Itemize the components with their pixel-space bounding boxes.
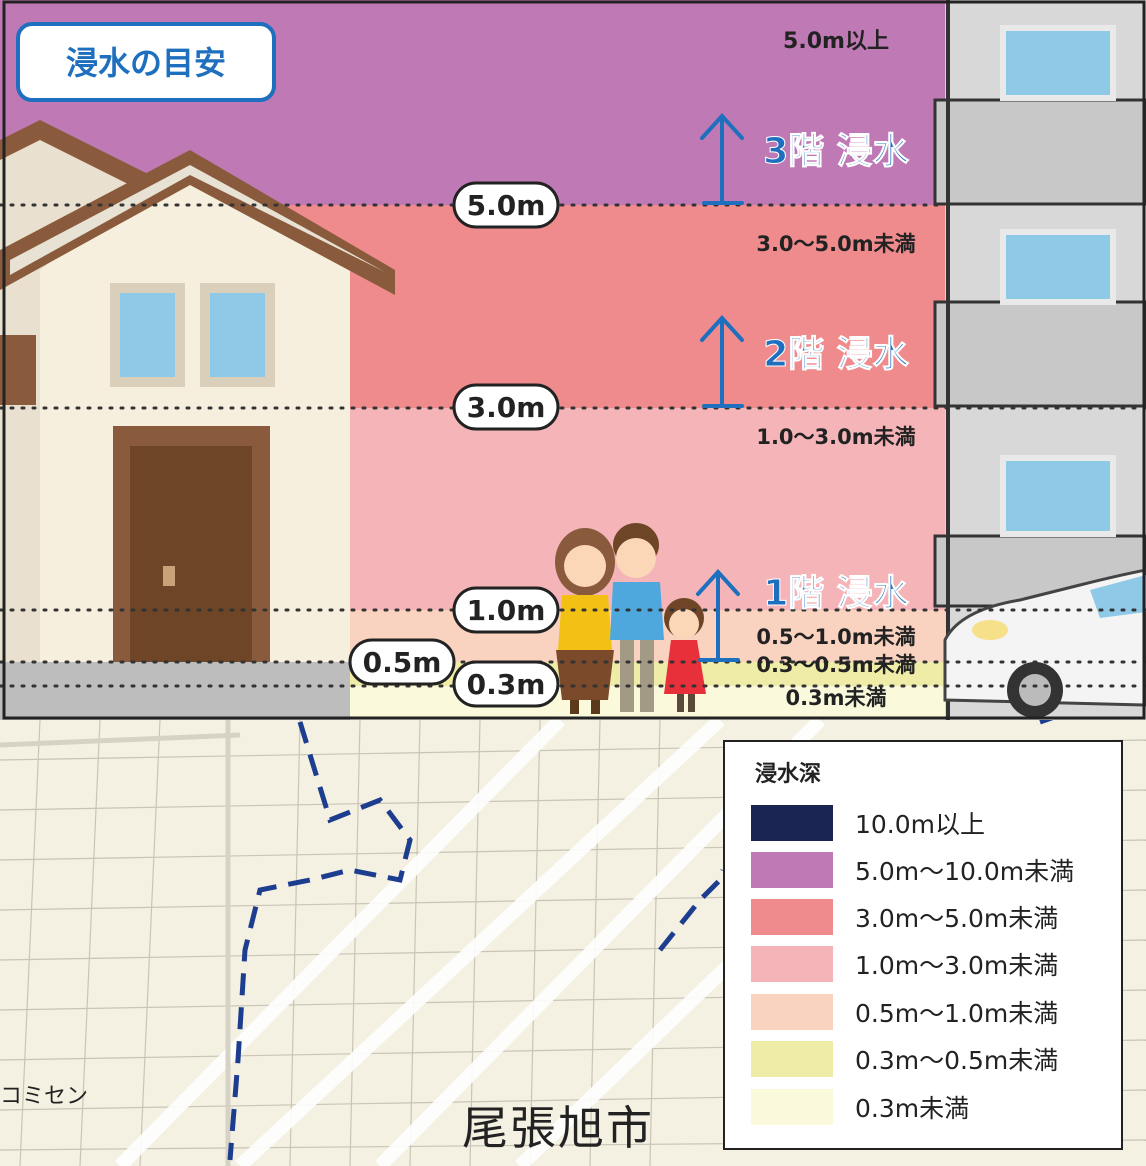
- family: [555, 523, 706, 714]
- svg-text:0.5m: 0.5m: [363, 646, 442, 679]
- legend-label: 0.5m〜1.0m未満: [855, 999, 1059, 1028]
- svg-text:5.0m: 5.0m: [467, 189, 546, 222]
- floor-label-1: 1階 浸水: [763, 573, 910, 614]
- legend-swatch: [751, 852, 833, 888]
- legend-swatch: [751, 899, 833, 935]
- svg-text:浸水の目安: 浸水の目安: [66, 44, 226, 82]
- legend: 浸水深 10.0m以上 5.0m〜10.0m未満 3.0m〜5.0m未満 1.0…: [723, 740, 1123, 1150]
- legend-item: 0.3m未満: [751, 1088, 1111, 1126]
- level-pill-03m: 0.3m: [452, 660, 560, 708]
- house: [0, 120, 395, 720]
- legend-swatch: [751, 1089, 833, 1125]
- legend-item: 5.0m〜10.0m未満: [751, 851, 1111, 889]
- title-badge: 浸水の目安: [16, 22, 276, 102]
- legend-item: 0.5m〜1.0m未満: [751, 993, 1111, 1031]
- svg-text:1.0m: 1.0m: [467, 594, 546, 627]
- legend-label: 0.3m未満: [855, 1094, 970, 1123]
- arrow-up-icon: [696, 113, 744, 662]
- legend-label: 1.0m〜3.0m未満: [855, 951, 1059, 980]
- level-pill-05m: 0.5m: [348, 638, 456, 686]
- legend-swatch: [751, 946, 833, 982]
- legend-item: 10.0m以上: [751, 804, 1111, 842]
- range-label-3-5: 3.0〜5.0m未満: [756, 232, 915, 256]
- flood-depth-illustration: 5.0m 3.0m 1.0m 0.5m 0.3m 浸水の目安 5.0m以上 3階…: [0, 0, 1146, 720]
- legend-swatch: [751, 1041, 833, 1077]
- legend-swatch: [751, 805, 833, 841]
- top-range-label: 5.0m以上: [783, 29, 889, 54]
- svg-text:0.3m: 0.3m: [467, 668, 546, 701]
- legend-label: 0.3m〜0.5m未満: [855, 1046, 1059, 1075]
- legend-item: 3.0m〜5.0m未満: [751, 898, 1111, 936]
- legend-item: 1.0m〜3.0m未満: [751, 945, 1111, 983]
- city-label: 尾張旭市: [462, 1101, 654, 1155]
- legend-label: 3.0m〜5.0m未満: [855, 904, 1059, 933]
- place-label-komisen: コミセン: [0, 1084, 89, 1109]
- legend-label: 5.0m〜10.0m未満: [855, 857, 1075, 886]
- level-pill-1m: 1.0m: [452, 586, 560, 634]
- svg-text:3.0m: 3.0m: [467, 391, 546, 424]
- range-label-03-05: 0.3〜0.5m未満: [756, 653, 915, 677]
- floor-label-3: 3階 浸水: [763, 131, 910, 172]
- legend-swatch: [751, 994, 833, 1030]
- level-pill-5m: 5.0m: [452, 181, 560, 229]
- legend-item: 0.3m〜0.5m未満: [751, 1040, 1111, 1078]
- car: [943, 568, 1146, 718]
- floor-label-2: 2階 浸水: [763, 334, 910, 375]
- range-label-1-3: 1.0〜3.0m未満: [756, 425, 915, 449]
- legend-label: 10.0m以上: [855, 810, 986, 839]
- range-label-lt03: 0.3m未満: [785, 686, 886, 710]
- legend-title: 浸水深: [755, 762, 822, 787]
- apartment-building: [933, 0, 1146, 720]
- level-pill-3m: 3.0m: [452, 383, 560, 431]
- range-label-05-1: 0.5〜1.0m未満: [756, 625, 915, 649]
